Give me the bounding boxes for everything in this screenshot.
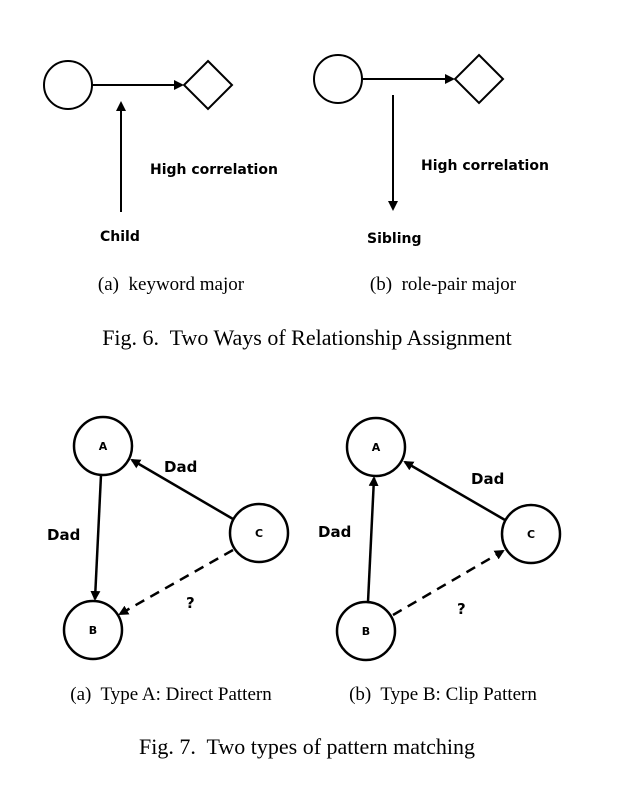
fig6b-edge-label: High correlation: [421, 158, 549, 174]
fig7a-caption: (a) Type A: Direct Pattern: [70, 684, 272, 705]
fig7b-edge-bc-label: ?: [457, 600, 466, 618]
fig7b-edge-b-to-a: [366, 476, 379, 603]
fig7a-node-c-label: C: [255, 527, 263, 540]
fig7b-diagram: A B C Dad Dad ? (b) Type B: Clip Pattern: [318, 416, 562, 705]
fig7a-edge-c-to-a: [130, 458, 234, 521]
fig7a-diagram: A B C Dad Dad ? (a) Type A: Direct Patte…: [47, 415, 290, 705]
fig6b-diamond-node: [453, 53, 505, 105]
fig7b-node-a-label: A: [372, 441, 381, 454]
fig7b-node-c: [500, 503, 562, 565]
fig7a-edge-ab-label: Dad: [47, 526, 80, 544]
fig6a-edge-label: High correlation: [150, 162, 278, 178]
fig7a-node-b-label: B: [89, 624, 97, 637]
fig7a-edge-c-to-b-dashed: [118, 548, 234, 616]
fig7a-node-b: [62, 599, 124, 661]
fig7b-node-c-label: C: [527, 528, 535, 541]
fig6b-sibling-label: Sibling: [367, 231, 422, 247]
fig6a-caption: (a) keyword major: [98, 274, 245, 295]
fig6a-diamond-node: [182, 59, 234, 111]
fig7a-node-a-label: A: [99, 440, 108, 453]
fig7b-edge-ca-label: Dad: [471, 470, 504, 488]
fig7b-node-b: [335, 600, 397, 662]
fig6-caption: Fig. 6. Two Ways of Relationship Assignm…: [102, 325, 512, 350]
fig7a-edge-a-to-b: [90, 474, 103, 601]
fig7b-edge-ba-label: Dad: [318, 523, 351, 541]
fig7b-edge-b-to-c-dashed: [392, 549, 505, 617]
fig7b-node-a: [345, 416, 407, 478]
fig6a-diagram: High correlation Child (a) keyword major: [43, 59, 278, 295]
fig6a-circle-node: [43, 60, 93, 110]
fig7b-node-b-label: B: [362, 625, 370, 638]
fig7a-edge-ca-label: Dad: [164, 458, 197, 476]
fig7-caption: Fig. 7. Two types of pattern matching: [139, 734, 475, 759]
fig6b-circle-node: [313, 54, 363, 104]
fig7a-edge-cb-label: ?: [186, 594, 195, 612]
fig6a-child-label: Child: [100, 229, 140, 245]
fig6b-diagram: High correlation Sibling (b) role-pair m…: [313, 53, 549, 295]
fig7a-node-c: [228, 502, 290, 564]
fig7a-node-a: [72, 415, 134, 477]
fig7b-caption: (b) Type B: Clip Pattern: [349, 684, 537, 705]
fig7b-edge-c-to-a: [403, 460, 506, 522]
fig6b-caption: (b) role-pair major: [370, 274, 517, 295]
